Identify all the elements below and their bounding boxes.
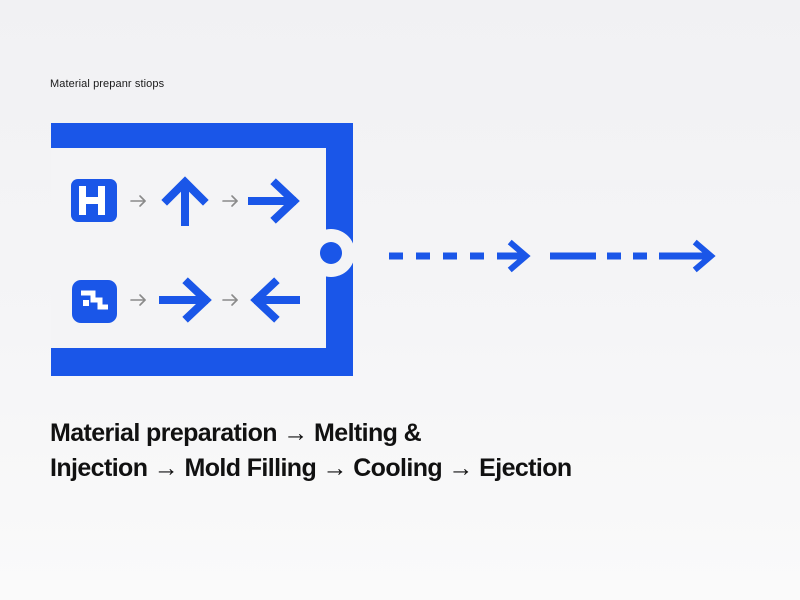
process-caption-line-2: Injection → Mold Filling → Cooling → Eje… (50, 454, 572, 482)
process-caption-line-1: Material preparation → Melting & (50, 419, 422, 447)
arrow-up-icon (161, 176, 209, 226)
dashed-arrow-right-icon (550, 239, 716, 273)
mold-frame (51, 123, 355, 376)
small-arrow-right-icon (222, 195, 238, 207)
arrow-right-icon (248, 178, 300, 224)
process-row-1 (71, 176, 300, 226)
arrow-left-icon (250, 277, 300, 323)
process-caption: Material preparation → Melting & Injecti… (50, 416, 750, 486)
diagram-small-title: Material prepanr stiops (50, 78, 165, 90)
h-block-icon (71, 179, 117, 222)
small-arrow-right-icon (130, 294, 146, 306)
zigzag-block-icon (72, 280, 117, 323)
process-row-2 (72, 277, 300, 323)
dashed-arrow-right-icon (389, 239, 531, 273)
small-arrow-right-icon (222, 294, 238, 306)
small-arrow-right-icon (130, 195, 146, 207)
arrow-right-icon (159, 277, 212, 323)
outlet-nozzle (320, 242, 342, 264)
